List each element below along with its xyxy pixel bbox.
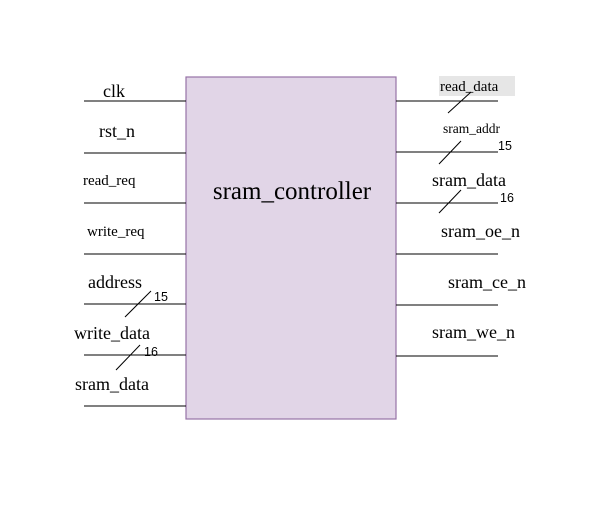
output-label-sram-data: sram_data: [432, 170, 506, 190]
output-label-read-data: read_data: [440, 79, 499, 95]
output-label-sram-addr: sram_addr: [443, 121, 500, 136]
input-label-write-req: write_req: [87, 224, 145, 240]
input-label-read-req: read_req: [83, 173, 136, 189]
bus-slash-address: [124, 290, 152, 318]
bus-width-sram-data: 16: [500, 191, 514, 205]
bus-width-write-data: 16: [144, 345, 158, 359]
input-label-rst-n: rst_n: [99, 121, 135, 141]
bus-slash-write-data: [115, 344, 141, 371]
block-title: sram_controller: [213, 178, 372, 205]
bus-width-address: 15: [154, 290, 168, 304]
read-data-highlight: [439, 76, 515, 96]
input-label-write-data: write_data: [74, 323, 150, 343]
input-label-sram-data: sram_data: [75, 374, 149, 394]
input-label-clk: clk: [103, 81, 125, 101]
input-label-address: address: [88, 272, 142, 292]
bus-slash-read-data: [447, 91, 472, 114]
output-label-sram-we-n: sram_we_n: [432, 322, 515, 342]
bus-width-sram-addr: 15: [498, 139, 512, 153]
output-label-sram-ce-n: sram_ce_n: [448, 272, 526, 292]
bus-slash-sram-addr: [438, 140, 462, 165]
output-label-sram-oe-n: sram_oe_n: [441, 221, 520, 241]
sram-controller-block: [185, 76, 397, 420]
bus-slash-sram-data: [438, 189, 462, 214]
